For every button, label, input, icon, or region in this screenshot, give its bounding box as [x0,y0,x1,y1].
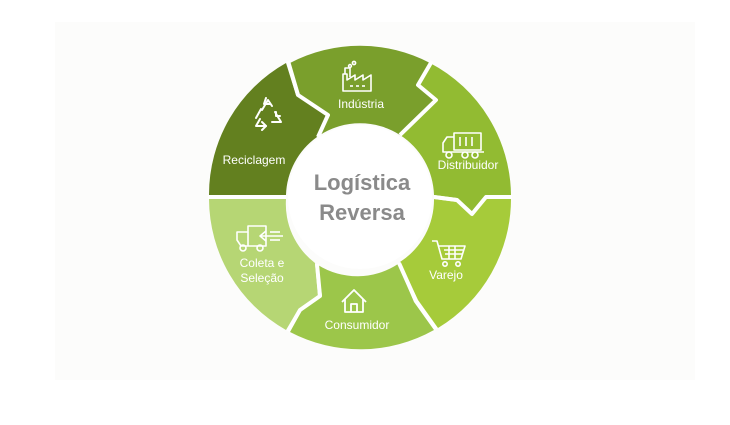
recycle-icon [255,97,282,131]
center-title: Logística Reversa [282,168,442,228]
segment-label-coleta: Coleta e Seleção [232,256,292,286]
segment-consumidor [290,264,434,350]
segment-label-consumidor: Consumidor [324,318,390,332]
segment-label-distribuidor: Distribuidor [437,158,499,172]
segment-label-reciclagem: Reciclagem [222,153,286,167]
collection-truck-icon [236,225,283,252]
center-title-line1: Logística [313,170,411,195]
shopping-cart-icon [432,240,466,267]
truck-icon [442,132,484,159]
segment-label-industria: Indústria [337,97,385,111]
house-icon [341,289,367,313]
center-circle [288,125,432,269]
segment-distribuidor [400,63,511,212]
segment-label-coleta-line1: Coleta e [239,256,285,270]
center-title-line2: Reversa [319,200,405,225]
factory-icon [342,60,372,92]
segment-label-coleta-line2: Seleção [240,271,284,285]
segment-label-varejo: Varejo [429,268,463,282]
